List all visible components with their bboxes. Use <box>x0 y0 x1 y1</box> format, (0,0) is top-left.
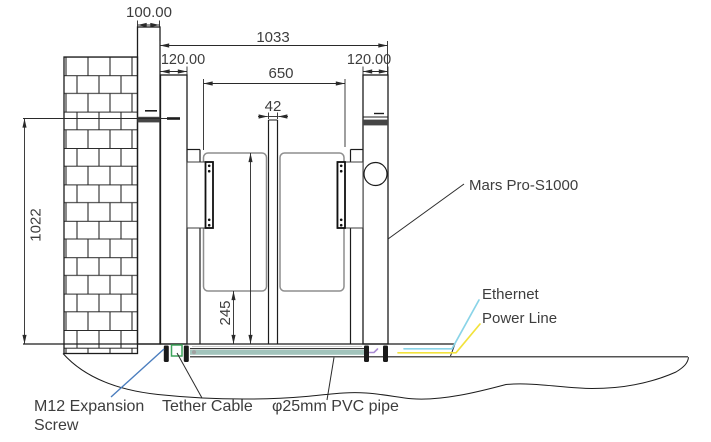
pipe-end-cap <box>191 350 197 355</box>
right-bracket-screws <box>339 164 343 227</box>
column-band <box>137 116 160 123</box>
clamp-brackets <box>186 161 364 229</box>
brick-wall-body <box>63 56 139 355</box>
dim-overall-height: 1022 <box>28 208 45 241</box>
pvc-pipe-label: φ25mm PVC pipe <box>272 398 399 415</box>
m12-bolt <box>383 345 388 362</box>
ethernet-cable <box>403 299 480 350</box>
cable-channel <box>365 299 481 354</box>
callouts: Mars Pro-S1000 Ethernet Power Line M12 E… <box>34 177 578 434</box>
tether-cable-label: Tether Cable <box>162 398 253 415</box>
pipe-body <box>190 349 366 355</box>
left-bracket-screws <box>207 164 211 227</box>
m12-bolt <box>183 345 189 362</box>
left-bracket-bar <box>204 161 214 229</box>
dim-overall-width: 1033 <box>256 29 289 46</box>
m12-leader-line <box>110 348 165 398</box>
wall-column <box>136 26 161 345</box>
pvc-pipe <box>190 346 366 355</box>
m12-bolt <box>364 345 369 362</box>
dim-arm-width: 42 <box>265 98 282 115</box>
product-leader-line <box>387 183 465 240</box>
m12-bolt <box>163 345 169 362</box>
floor-anchors <box>163 344 388 362</box>
dim-glass-clearance: 245 <box>217 300 234 325</box>
dim-wall-gap: 100.00 <box>126 4 172 21</box>
brick-wall <box>63 56 139 355</box>
right-cabinet-band <box>363 119 388 126</box>
dim-passage-width: 650 <box>268 65 293 82</box>
ethernet-label: Ethernet <box>482 286 540 303</box>
tether-cable-outlet <box>170 344 183 357</box>
m12-screw-label-line1: M12 Expansion <box>34 398 144 415</box>
right-cabinet-body <box>362 74 389 345</box>
m12-screw-label-line2: Screw <box>34 417 79 434</box>
glass-panel-right <box>279 152 345 292</box>
dim-left-cabinet-width: 120.00 <box>161 52 205 68</box>
pvc-leader-line <box>326 357 335 401</box>
power-cable <box>397 323 481 354</box>
left-cabinet-body <box>159 74 188 345</box>
product-label: Mars Pro-S1000 <box>469 177 578 194</box>
soil-break-line <box>62 353 689 400</box>
wall-column-body <box>136 26 161 345</box>
dimensions: 100.00 1033 120.00 120.00 650 42 1022 <box>22 4 391 344</box>
dim-right-cabinet-width: 120.00 <box>347 52 391 68</box>
right-bracket-bar <box>336 161 346 229</box>
indicator-circle <box>363 161 388 187</box>
power-line-label: Power Line <box>482 310 557 327</box>
tether-leader-line <box>176 352 203 399</box>
